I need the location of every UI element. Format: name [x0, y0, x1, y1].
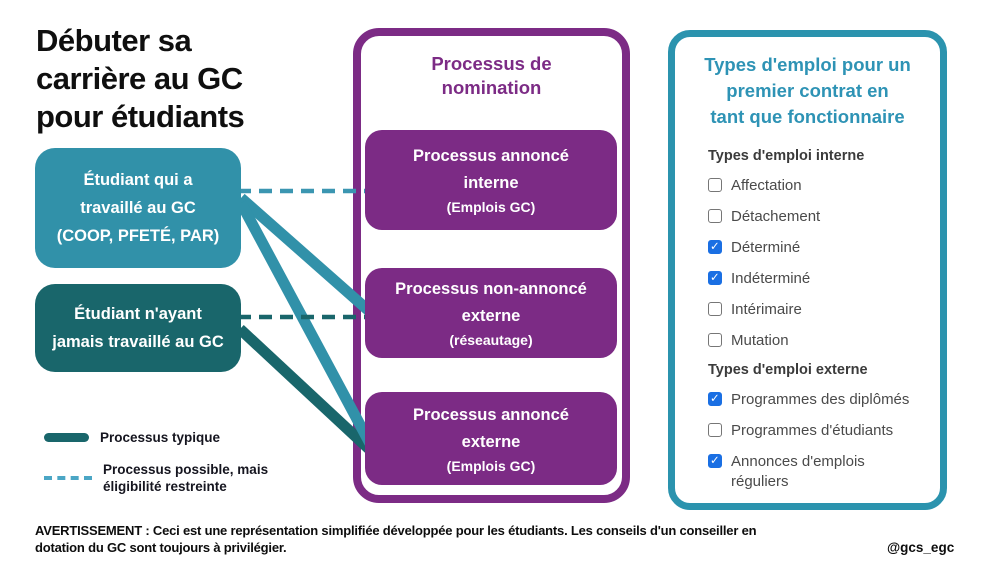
page-title-line: carrière au GC [36, 61, 243, 96]
legend-label: Processus possible, mais éligibilité res… [103, 462, 269, 494]
checkbox[interactable] [708, 453, 722, 468]
page-title: Débuter sa carrière au GC pour étudiants [36, 22, 245, 136]
nomination-box-title: interne [463, 174, 519, 192]
checkbox-label: Intérimaire [731, 301, 802, 318]
nomination-title-line: Processus de [431, 53, 552, 74]
checkbox-label: Programmes d'étudiants [731, 422, 894, 439]
social-handle: @gcs_egc [887, 540, 955, 555]
job-types-title-line: premier contrat en [726, 80, 889, 101]
checkbox-item-affectation: Affectation [708, 176, 940, 196]
page-title-line: pour étudiants [36, 99, 245, 134]
disclaimer-text: AVERTISSEMENT : Ceci est une représentat… [35, 523, 757, 555]
nomination-box-title: Processus non-annoncé [395, 280, 587, 298]
checkbox-item-annonces-emplois: Annonces d'emplois réguliers [708, 452, 940, 492]
checkbox[interactable] [708, 423, 722, 437]
student-box-worked-at-gc: Étudiant qui a travaillé au GC (COOP, PF… [35, 148, 241, 268]
student-box-label: (COOP, PFETÉ, PAR) [56, 227, 220, 245]
nomination-box-subtitle: (Emplois GC) [446, 199, 536, 215]
legend-item-typical: Processus typique [44, 429, 268, 446]
checkbox[interactable] [708, 239, 722, 254]
checkbox-item-determine: Déterminé [708, 238, 940, 258]
checkbox-label: Indéterminé [731, 270, 811, 287]
checkbox-item-programmes-etudiants: Programmes d'étudiants [708, 421, 940, 441]
checkbox[interactable] [708, 333, 722, 347]
student-box-never-worked-at-gc: Étudiant n'ayant jamais travaillé au GC [35, 284, 241, 372]
checkbox-item-indetermine: Indéterminé [708, 269, 940, 289]
job-types-panel: Types d'emploi pour un premier contrat e… [668, 30, 947, 510]
nomination-box-subtitle: (réseautage) [449, 332, 533, 348]
section-header-external: Types d'emploi externe [708, 362, 868, 378]
job-types-panel-title: Types d'emploi pour un premier contrat e… [675, 52, 940, 130]
job-types-title-line: Types d'emploi pour un [704, 54, 911, 75]
legend-item-restricted: Processus possible, mais éligibilité res… [44, 461, 268, 495]
dashed-line-swatch [44, 476, 92, 480]
nomination-box-announced-internal: Processus annoncé interne (Emplois GC) [365, 130, 617, 230]
checkbox-label: Programmes des diplômés [731, 391, 910, 408]
nomination-box-subtitle: (Emplois GC) [446, 457, 536, 474]
checkbox-item-programmes-diplomes: Programmes des diplômés [708, 390, 940, 410]
checkbox-label: Mutation [731, 332, 789, 349]
solid-line-swatch [44, 433, 89, 442]
nomination-box-announced-external: Processus annoncé externe (Emplois GC) [365, 392, 617, 485]
nomination-title-line: nomination [441, 77, 542, 98]
page-title-line: Débuter sa [36, 23, 192, 58]
job-types-list: Types d'emploi interne Affectation Détac… [708, 148, 940, 492]
nomination-box-nonannounced-external: Processus non-annoncé externe (réseautag… [365, 268, 617, 358]
student-box-label: travaillé au GC [80, 199, 196, 217]
checkbox-label: Déterminé [731, 239, 801, 256]
checkbox[interactable] [708, 209, 722, 223]
nomination-box-title: externe [461, 307, 521, 325]
section-header-internal: Types d'emploi interne [708, 148, 865, 164]
nomination-box-title: Processus annoncé [413, 405, 569, 424]
connector-typical-worked-to-nonannounced-external [237, 193, 373, 316]
checkbox[interactable] [708, 391, 722, 406]
student-box-label: Étudiant qui a [83, 171, 193, 189]
student-box-label: jamais travaillé au GC [52, 333, 224, 351]
nomination-box-title: externe [461, 432, 521, 451]
legend-label: Processus typique [100, 430, 221, 445]
nomination-panel-title: Processus de nomination [361, 52, 622, 100]
checkbox-item-interimaire: Intérimaire [708, 300, 940, 320]
checkbox-item-detachement: Détachement [708, 207, 940, 227]
checkbox[interactable] [708, 270, 722, 285]
student-box-label: Étudiant n'ayant [74, 305, 202, 323]
job-types-title-line: tant que fonctionnaire [710, 106, 905, 127]
checkbox-label: Détachement [731, 208, 821, 225]
nomination-box-title: Processus annoncé [413, 147, 569, 165]
checkbox-label: Affectation [731, 177, 802, 194]
checkbox[interactable] [708, 302, 722, 316]
legend: Processus typique Processus possible, ma… [44, 429, 268, 510]
checkbox-item-mutation: Mutation [708, 331, 940, 351]
checkbox-label: Annonces d'emplois réguliers [731, 453, 865, 490]
checkbox[interactable] [708, 178, 722, 192]
